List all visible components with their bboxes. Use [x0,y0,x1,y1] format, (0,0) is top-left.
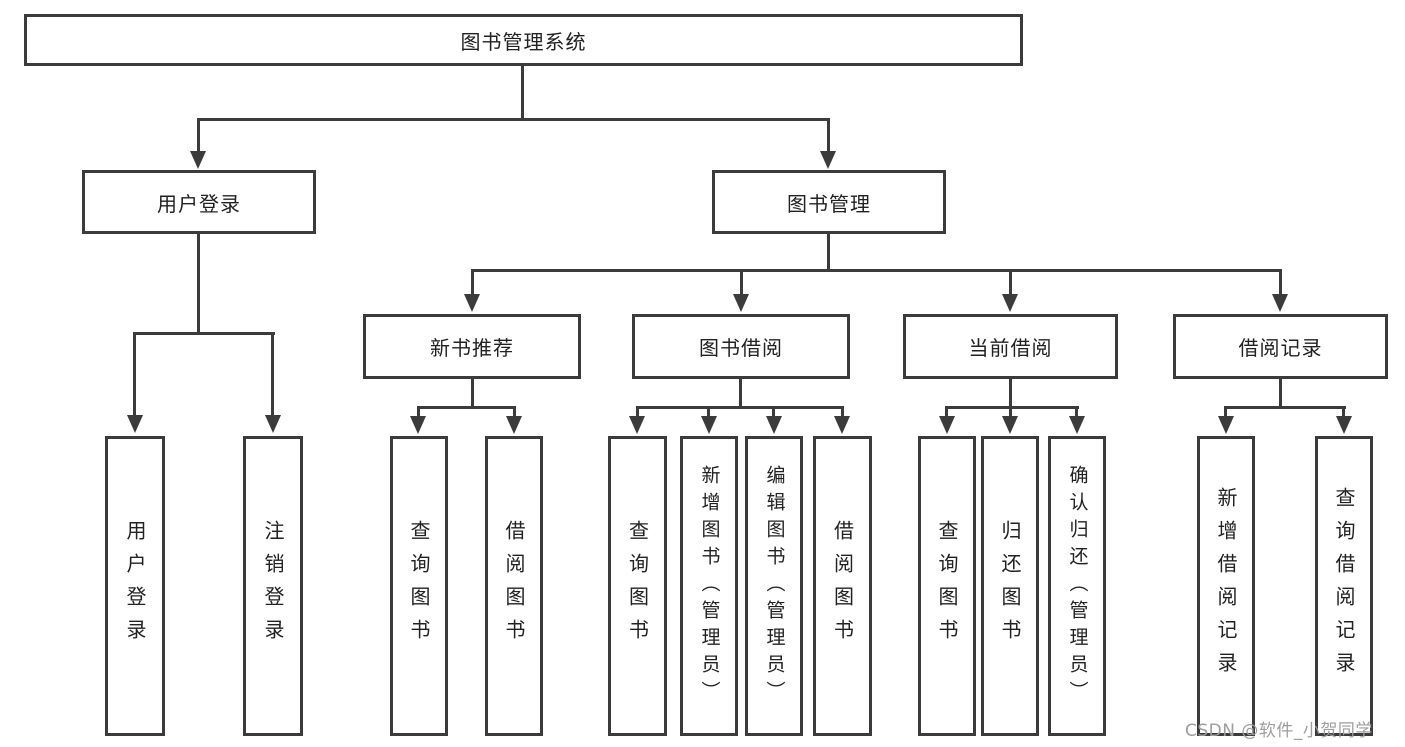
connector-line [521,64,524,121]
connector-line [471,269,474,296]
connector-line [197,118,200,153]
connector-line [827,234,830,272]
node-borrow-records-label: 借阅记录 [1238,336,1323,360]
node-root: 图书管理系统 [24,14,1023,66]
leaf-current-return-label: 归还图书 [998,520,1022,652]
connector-line [1342,406,1345,418]
node-user-login: 用户登录 [82,170,316,234]
node-book-management: 图书管理 [712,170,946,234]
connector-line [1279,379,1282,409]
connector-line [1224,406,1227,418]
leaf-newbook-borrow: 借阅图书 [485,436,543,736]
connector-line [739,379,742,409]
connector-line [197,234,200,335]
leaf-logout: 注销登录 [243,436,303,736]
connector-line [417,406,420,418]
connector-line [1009,269,1012,296]
arrow-down-icon [464,294,480,312]
node-book-borrow: 图书借阅 [632,314,850,379]
csdn-watermark: CSDN @软件_小贺同学 [1185,721,1373,741]
arrow-down-icon [1336,416,1352,434]
leaf-records-query: 查询借阅记录 [1315,436,1373,736]
connector-line [841,406,844,418]
connector-line [740,269,743,296]
leaf-borrow-edit-admin: 编辑图书（管理员） [745,436,803,736]
connector-line [1279,269,1282,296]
node-new-book-recommend: 新书推荐 [363,314,581,379]
arrow-down-icon [1002,416,1018,434]
leaf-records-query-label: 查询借阅记录 [1332,487,1356,685]
connector-line [1225,406,1346,409]
arrow-down-icon [820,151,836,169]
connector-line [772,406,775,418]
arrow-down-icon [410,416,426,434]
leaf-records-add: 新增借阅记录 [1197,436,1255,736]
leaf-borrow-query-label: 查询图书 [625,520,650,652]
arrow-down-icon [506,416,522,434]
connector-line [946,406,1079,409]
connector-line [133,332,275,335]
node-book-borrow-label: 图书借阅 [699,336,783,360]
arrow-down-icon [834,416,850,434]
arrow-down-icon [629,416,645,434]
connector-line [513,406,516,418]
arrow-down-icon [265,415,281,433]
leaf-borrow-add-admin: 新增图书（管理员） [680,436,738,736]
leaf-current-return: 归还图书 [981,436,1039,736]
arrow-down-icon [1218,416,1234,434]
connector-line [271,332,274,417]
leaf-borrow-add-admin-label: 新增图书（管理员） [698,464,721,708]
leaf-borrow-borrow: 借阅图书 [813,436,872,736]
leaf-user-login: 用户登录 [105,436,165,736]
leaf-user-login-label: 用户登录 [123,520,147,652]
connector-line [636,406,843,409]
leaf-current-confirm-admin-label: 确认归还（管理员） [1066,464,1089,708]
node-new-book-recommend-label: 新书推荐 [430,336,514,360]
arrow-down-icon [190,151,206,169]
leaf-records-add-label: 新增借阅记录 [1214,487,1238,685]
leaf-current-confirm-admin: 确认归还（管理员） [1048,436,1106,736]
connector-line [1009,379,1012,409]
leaf-logout-label: 注销登录 [261,520,285,652]
connector-line [417,406,516,409]
leaf-current-query-label: 查询图书 [935,520,959,652]
arrow-down-icon [733,294,749,312]
node-book-management-label: 图书管理 [787,191,871,216]
arrow-down-icon [1069,416,1085,434]
leaf-newbook-query: 查询图书 [390,436,448,736]
connector-line [197,118,830,121]
connector-line [471,269,1282,272]
leaf-borrow-borrow-label: 借阅图书 [830,520,855,652]
node-root-label: 图书管理系统 [460,29,587,54]
node-borrow-records: 借阅记录 [1173,314,1388,379]
leaf-borrow-edit-admin-label: 编辑图书（管理员） [763,464,786,708]
arrow-down-icon [766,416,782,434]
connector-line [1009,406,1012,418]
arrow-down-icon [127,415,143,433]
connector-line [1075,406,1078,418]
connector-line [827,118,830,153]
leaf-newbook-borrow-label: 借阅图书 [502,520,526,652]
connector-line [707,406,710,418]
leaf-newbook-query-label: 查询图书 [407,520,431,652]
connector-line [133,332,136,417]
connector-line [471,379,474,409]
arrow-down-icon [1002,294,1018,312]
arrow-down-icon [939,416,955,434]
arrow-down-icon [701,416,717,434]
leaf-current-query: 查询图书 [918,436,976,736]
connector-line [945,406,948,418]
connector-line [636,406,639,418]
leaf-borrow-query: 查询图书 [608,436,667,736]
node-current-borrow: 当前借阅 [903,314,1118,379]
arrow-down-icon [1272,294,1288,312]
node-user-login-label: 用户登录 [157,191,241,216]
node-current-borrow-label: 当前借阅 [968,336,1053,360]
